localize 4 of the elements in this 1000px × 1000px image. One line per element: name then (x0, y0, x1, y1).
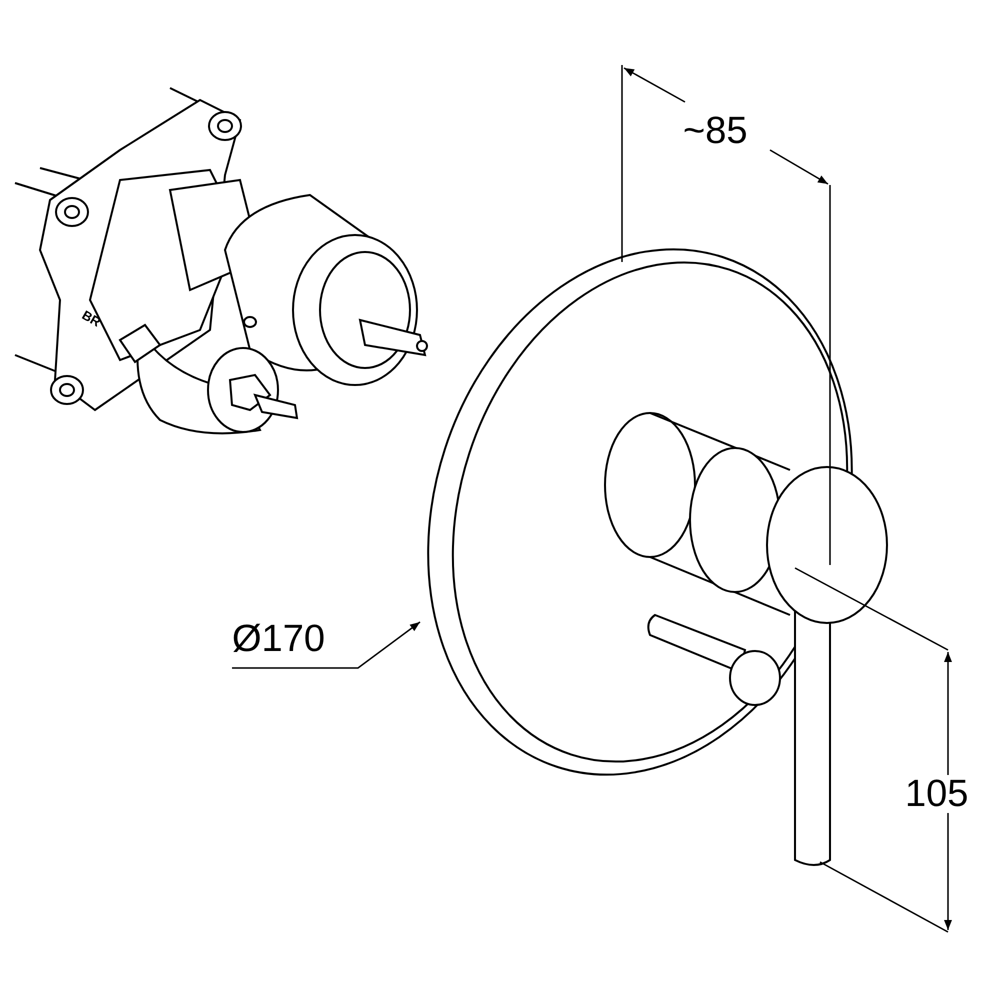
dimension-value: Ø170 (232, 620, 325, 658)
dimension-value: ~85 (683, 112, 748, 150)
dimension-value: 105 (905, 775, 968, 813)
part-marking: BR (80, 308, 103, 329)
